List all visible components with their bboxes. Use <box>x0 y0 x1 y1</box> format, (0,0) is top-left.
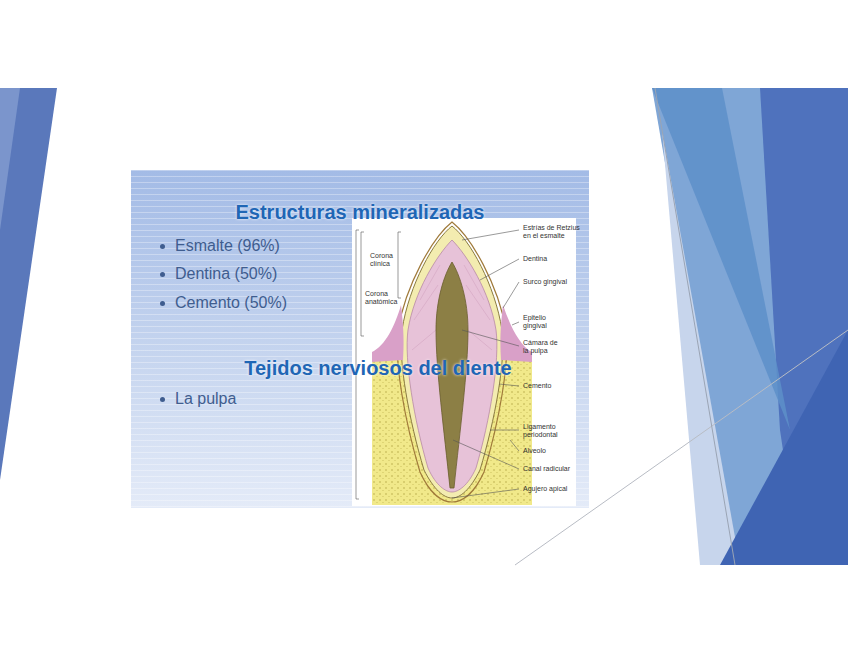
section-heading: Tejidos nerviosos del diente <box>244 356 511 380</box>
gingiva <box>372 305 404 362</box>
bullet-dot <box>160 397 165 402</box>
bullet-item: Cemento (50%) <box>175 293 287 312</box>
bullet-dot <box>160 272 165 277</box>
part-label: Cemento <box>523 382 551 390</box>
left-band <box>0 88 57 480</box>
bullet-item: Dentina (50%) <box>175 264 277 283</box>
right-shape <box>652 88 848 565</box>
part-label: Epitelio gingival <box>523 314 555 329</box>
part-label: Corona anatómica <box>365 290 401 305</box>
bullet-dot <box>160 244 165 249</box>
thin-line <box>655 88 735 565</box>
left-band-light <box>0 88 20 230</box>
section-heading: Estructuras mineralizadas <box>236 200 485 224</box>
bullet-item: La pulpa <box>175 389 236 408</box>
right-shape <box>652 88 790 430</box>
part-label: Ligamento periodontal <box>523 423 567 438</box>
part-label: Canal radicular <box>523 465 570 473</box>
bullet-dot <box>160 301 165 306</box>
right-shape <box>662 130 740 565</box>
content-panel: Estructuras mineralizadasEsmalte (96%) De… <box>131 170 589 508</box>
part-label: Alveolo <box>523 447 546 455</box>
part-label: Estrías de Retzius en el esmalte <box>523 224 589 239</box>
part-label: Surco gingival <box>523 278 567 286</box>
right-shape <box>720 330 848 565</box>
part-label: Dentina <box>523 255 547 263</box>
part-label: Corona clínica <box>370 252 397 267</box>
bullet-item: Esmalte (96%) <box>175 236 280 255</box>
part-label: Cámara de la pulpa <box>523 339 563 354</box>
part-label: Agujero apical <box>523 485 567 493</box>
